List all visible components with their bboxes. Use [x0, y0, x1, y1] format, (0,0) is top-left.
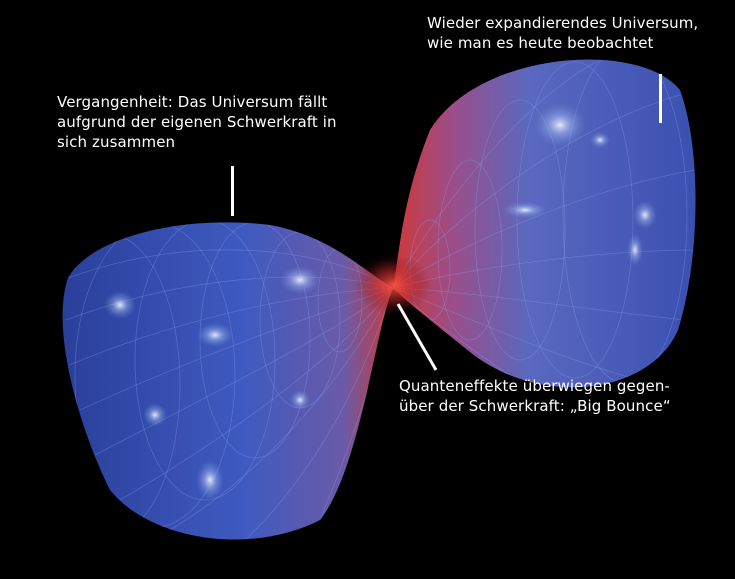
past-leader-line: [231, 166, 234, 216]
present-annotation-line-2: wie man es heute beobachtet: [427, 34, 654, 52]
present-leader-line: [659, 74, 662, 123]
present-annotation-line-1: Wieder expandierendes Universum,: [427, 14, 699, 32]
bounce-annotation-line-2: über der Schwerkraft: „Big Bounce“: [399, 397, 671, 415]
past-annotation-line-3: sich zusammen: [57, 133, 176, 151]
bounce-annotation: Quanteneffekte überwiegen gegen- über de…: [399, 376, 671, 416]
present-universe-cone: [393, 59, 696, 388]
past-annotation-line-1: Vergangenheit: Das Universum fällt: [57, 93, 328, 111]
present-annotation: Wieder expandierendes Universum, wie man…: [427, 13, 698, 53]
bounce-annotation-line-1: Quanteneffekte überwiegen gegen-: [399, 377, 670, 395]
big-bounce-throat: [355, 255, 431, 315]
past-annotation-line-2: aufgrund der eigenen Schwerkraft in: [57, 113, 337, 131]
past-annotation: Vergangenheit: Das Universum fällt aufgr…: [57, 92, 337, 152]
past-universe-cone: [62, 222, 394, 540]
